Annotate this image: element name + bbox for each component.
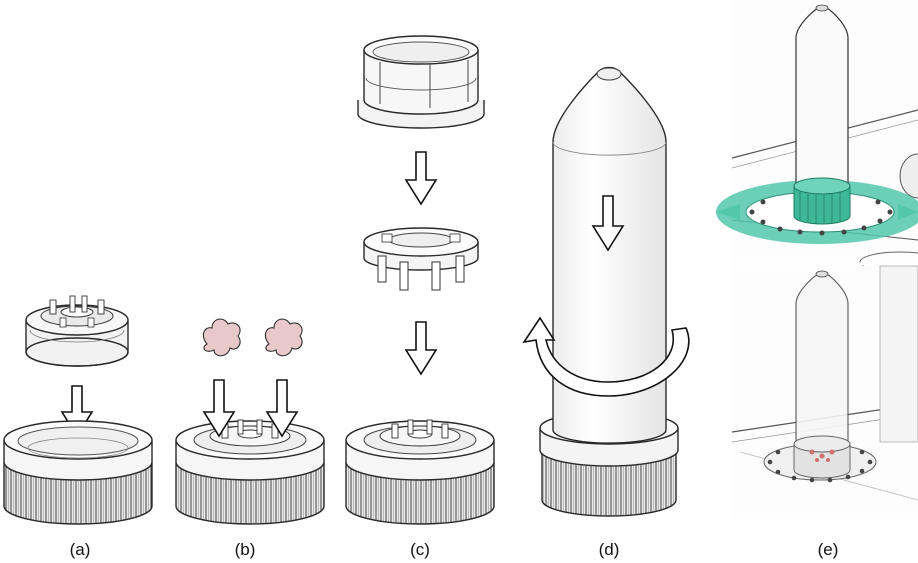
panel-b: [175, 318, 325, 525]
panel-e: [716, 0, 918, 518]
sample-dots: [809, 449, 835, 462]
down-arrow-icon: [202, 379, 236, 438]
panel-c: [345, 35, 495, 525]
panel-label-b: (b): [234, 540, 256, 559]
tissue-sample-icon: [264, 318, 303, 357]
panel-label-e: (e): [817, 540, 839, 559]
cap-with-insert: [345, 419, 495, 525]
tissue-sample-icon: [202, 318, 241, 357]
filter-insert: [25, 295, 129, 367]
down-arrow-icon: [591, 195, 625, 252]
conical-tube: [552, 66, 667, 444]
rotate-arrow-icon: [522, 316, 690, 397]
panel-label-d: (d): [598, 540, 620, 559]
top-collar: [357, 35, 485, 129]
panel-label-a: (a): [69, 540, 91, 559]
down-arrow-icon: [404, 321, 438, 376]
cap-with-insert: [175, 419, 325, 525]
holder-insert: [363, 227, 479, 291]
panel-label-c: (c): [410, 540, 430, 559]
panel-a: [3, 295, 153, 525]
machine-top-view: [716, 0, 918, 273]
panel-d: [522, 66, 690, 517]
machine-bottom-view: [731, 265, 918, 518]
base-cap: [3, 420, 153, 525]
down-arrow-icon: [404, 151, 438, 206]
down-arrow-icon: [265, 379, 299, 438]
